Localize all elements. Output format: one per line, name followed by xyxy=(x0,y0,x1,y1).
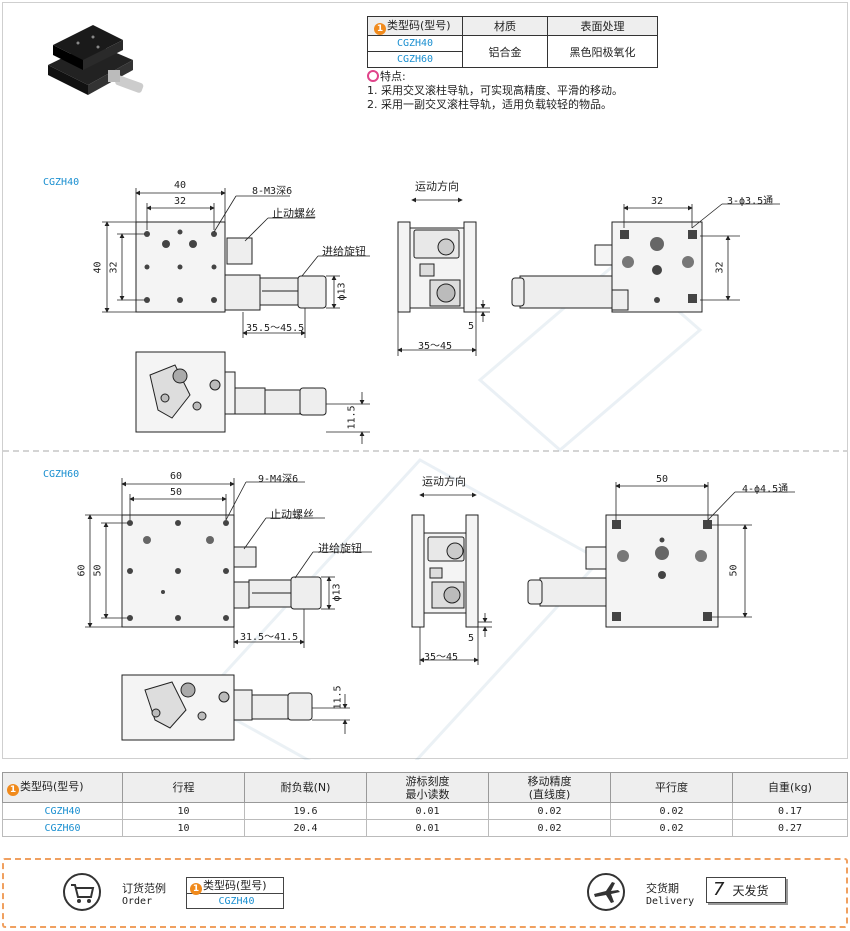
dim-right-32: 32 xyxy=(651,196,664,207)
delivery-en: Delivery xyxy=(646,896,695,907)
delivery-cn: 交货期 xyxy=(646,882,679,895)
drawing-frame xyxy=(2,2,848,759)
dim-40: 40 xyxy=(174,180,187,191)
dim-40-side: 40 xyxy=(92,261,104,274)
table-row: CGZH40 10 19.6 0.01 0.02 0.02 0.17 xyxy=(2,802,848,820)
dim-32-side: 32 xyxy=(108,261,120,274)
order-example-en: Order xyxy=(122,896,153,907)
dim-right-side-50: 50 xyxy=(728,564,740,577)
dim-11-5: 11.5 xyxy=(346,405,358,430)
delivery-unit: 天发货 xyxy=(732,884,769,898)
delivery-days: 7 xyxy=(713,879,725,900)
dim-phi13: ϕ13 xyxy=(336,282,348,301)
dim-60-side: 60 xyxy=(76,564,88,577)
dim-right-50: 50 xyxy=(656,474,669,485)
cart-icon xyxy=(63,873,101,911)
dim-right-side-32: 32 xyxy=(714,261,726,274)
dim-5: 5 xyxy=(468,321,475,332)
delivery-box: 7 天发货 xyxy=(706,877,786,903)
order-box xyxy=(2,858,848,928)
dim-travel-60: 31.5～41.5 xyxy=(240,632,299,643)
dim-range-60: 35～45 xyxy=(424,652,459,663)
order-example-cn: 订货范例 xyxy=(122,882,166,895)
features-list: 特点: 1. 采用交叉滚柱导轨，可实现高精度、平滑的移动。 2. 采用一副交叉滚… xyxy=(367,70,623,111)
model-label-cgzh60: CGZH60 xyxy=(43,469,80,480)
model-label-cgzh40: CGZH40 xyxy=(43,177,80,188)
dim-50-side: 50 xyxy=(92,564,104,577)
feed-knob-label: 进给旋钮 xyxy=(322,245,366,258)
product-photo xyxy=(48,25,144,95)
technical-drawings xyxy=(3,188,847,760)
dim-32: 32 xyxy=(174,196,187,207)
right-holes-note-60: 4-ϕ4.5通 xyxy=(742,484,789,495)
feed-knob-label-60: 进给旋钮 xyxy=(318,542,362,555)
motion-direction-label-60: 运动方向 xyxy=(422,475,466,488)
dim-60: 60 xyxy=(170,471,183,482)
airplane-icon xyxy=(587,873,625,911)
lock-screw-label-60: 止动螺丝 xyxy=(270,508,314,521)
dim-11-5-60: 11.5 xyxy=(332,685,344,710)
lock-screw-label: 止动螺丝 xyxy=(272,207,316,220)
dim-range: 35～45 xyxy=(418,341,453,352)
right-holes-note: 3-ϕ3.5通 xyxy=(727,196,774,207)
dim-travel: 35.5～45.5 xyxy=(246,323,305,334)
motion-direction-label: 运动方向 xyxy=(415,180,459,193)
dim-phi13-60: ϕ13 xyxy=(331,583,343,602)
table-row: CGZH60 10 20.4 0.01 0.02 0.02 0.27 xyxy=(2,819,848,837)
holes-note-60: 9-M4深6 xyxy=(258,474,299,485)
dim-5-60: 5 xyxy=(468,633,475,644)
dim-50: 50 xyxy=(170,487,183,498)
holes-note: 8-M3深6 xyxy=(252,186,293,197)
